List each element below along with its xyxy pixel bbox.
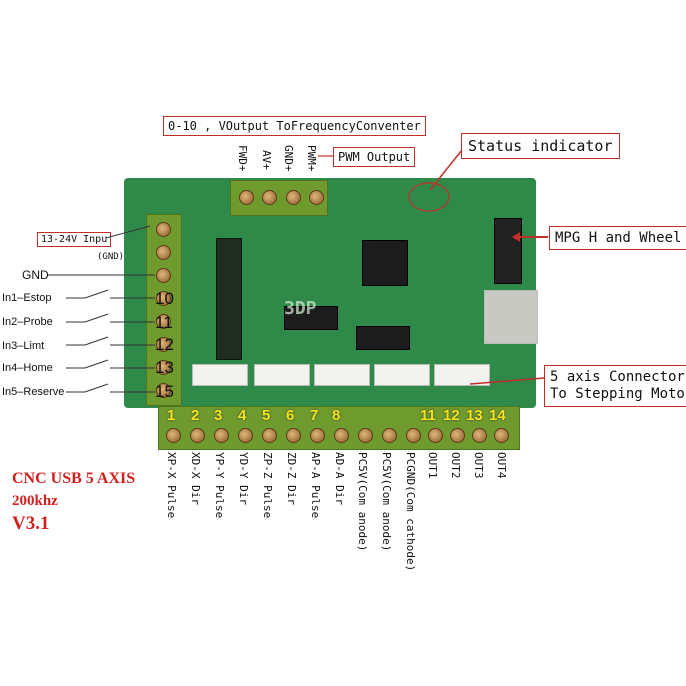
pwm-output-label: PWM Output [333,147,416,167]
label-out4: OUT4 [495,452,508,479]
chip [356,326,410,350]
label-pcgnd: PCGND(Com cathode) [404,452,417,572]
label-zd: ZD-Z Dir [285,452,298,505]
pin-num-7: 7 [310,407,319,424]
label-xd: XD-X Dir [189,452,202,505]
screw [406,428,421,443]
screw [262,428,277,443]
axis-connector-a [374,364,430,386]
screw [166,428,181,443]
input-probe-label: In2–Probe [2,316,53,328]
screw [156,268,171,283]
screw [156,222,171,237]
pin-num-6: 6 [286,407,295,424]
pin-num-1: 1 [167,407,176,424]
pin-gnd-label: GND+ [282,145,295,172]
label-yp: YP-Y Pulse [213,452,226,519]
axis-connector-line2: To Stepping Moto [550,386,685,402]
usb-port [484,290,538,344]
axis-connector-b [434,364,490,386]
pin-num-12: 12 [443,407,460,424]
label-ap: AP-A Pulse [309,452,322,519]
mcu-chip [362,240,408,286]
screw [262,190,277,205]
input-reserve-label: In5–Reserve [2,386,65,398]
screw [286,428,301,443]
screw [214,428,229,443]
axis-connector-x [192,364,248,386]
label-pc5v-2: PC5V(Com anode) [380,452,393,552]
pin-num-2: 2 [191,407,200,424]
screw [494,428,509,443]
pin-av-label: AV+ [260,150,273,170]
label-pc5v-1: PC5V(Com anode) [356,452,369,552]
input-home-num: 13 [155,358,174,377]
label-yd: YD-Y Dir [237,452,250,505]
pin-num-4: 4 [238,407,247,424]
pin-num-8: 8 [332,407,341,424]
product-line2: 200khz [12,493,58,509]
label-zp: ZP-Z Pulse [261,452,274,519]
status-indicator-label: Status indicator [461,133,620,159]
screw [310,428,325,443]
screw [156,245,171,260]
screw [382,428,397,443]
screw [334,428,349,443]
chip [216,238,242,360]
pin-num-3: 3 [214,407,223,424]
input-reserve-num: 15 [155,382,174,401]
gnd-small-label: (GND) [97,252,125,262]
pin-num-11: 11 [420,407,436,424]
input-estop-label: In1–Estop [2,292,52,304]
screw [156,360,171,375]
screw [156,291,171,306]
pin-num-13: 13 [466,407,483,424]
board-watermark: 3DP [284,298,317,319]
input-gnd-label: GND [22,268,49,282]
screw [156,314,171,329]
axis-connector-y [254,364,310,386]
input-estop-num: 10 [155,289,174,308]
pcb-board: 3DP [124,178,538,408]
axis-connector-line1: 5 axis Connector [550,369,685,385]
axis-connector-z [314,364,370,386]
screw [156,337,171,352]
label-ad: AD-A Dir [333,452,346,505]
label-out3: OUT3 [472,452,485,479]
input-voltage-label: 13-24V Inpu [37,232,112,247]
screw [358,428,373,443]
screw [309,190,324,205]
mpg-label: MPG H and Wheel [549,226,686,250]
input-home-label: In4–Home [2,362,53,374]
screw [190,428,205,443]
input-limit-num: 12 [155,335,174,354]
axis-connector-label: 5 axis Connector To Stepping Moto [544,365,686,407]
converter-label: 0-10 , VOutput ToFrequencyConventer [163,116,426,136]
screw [239,190,254,205]
screw [156,383,171,398]
label-xp: XP-X Pulse [165,452,178,519]
input-probe-num: 11 [155,313,173,332]
product-line3: V3.1 [12,513,50,534]
pin-pwm-label: PWM+ [305,145,318,172]
screw [286,190,301,205]
screw [238,428,253,443]
pin-num-14: 14 [489,407,506,424]
screw [428,428,443,443]
mpg-header [494,218,522,284]
pin-fwd-label: FWD+ [236,145,249,172]
screw [450,428,465,443]
product-line1: CNC USB 5 AXIS [12,470,136,487]
input-limit-label: In3–Limt [2,340,45,352]
chip [284,306,338,330]
label-out2: OUT2 [449,452,462,479]
label-out1: OUT1 [426,452,439,479]
screw [472,428,487,443]
pin-num-5: 5 [262,407,271,424]
